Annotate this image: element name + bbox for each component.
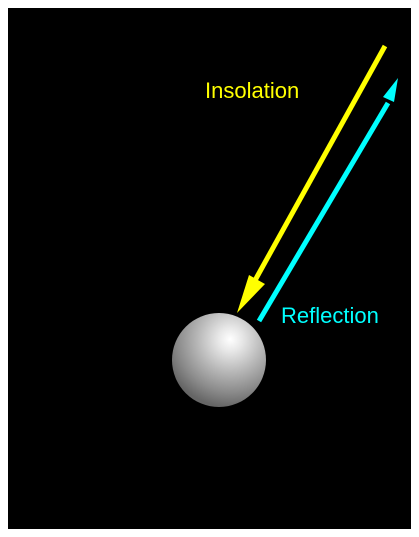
diagram-panel: Insolation Reflection — [8, 8, 411, 529]
reflection-arrow — [259, 78, 398, 321]
reflection-arrowhead — [383, 78, 398, 102]
planet-icon — [172, 313, 266, 407]
insolation-arrowhead — [237, 275, 265, 313]
reflection-arrow-shaft — [259, 103, 388, 321]
reflection-label: Reflection — [281, 303, 379, 329]
insolation-label: Insolation — [205, 78, 299, 104]
